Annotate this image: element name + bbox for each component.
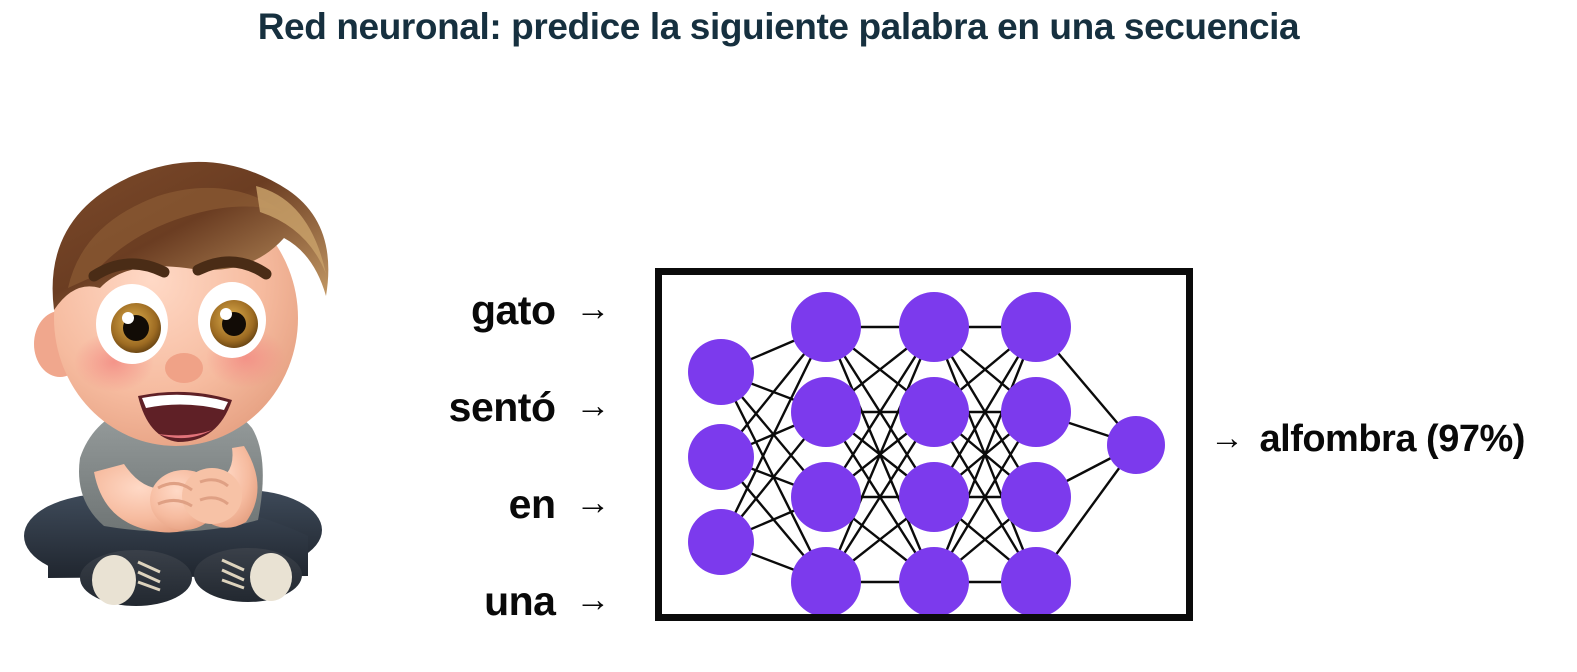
input-word-row-2: sentó → <box>448 359 611 456</box>
right-arrow-icon: → <box>575 483 611 522</box>
cartoon-boy-illustration <box>8 128 358 623</box>
input-word-label-gato: gato <box>470 287 556 333</box>
network-node-hidden-layer-2-3 <box>899 462 969 532</box>
right-arrow-icon: → <box>575 580 611 619</box>
input-word-row-1: gato → <box>470 262 611 359</box>
input-word-row-3: en → <box>508 456 611 553</box>
neural-network-diagram <box>655 268 1193 621</box>
network-edge <box>824 326 936 583</box>
output-prediction-label: alfombra (97%) <box>1259 418 1526 460</box>
network-node-hidden-layer-2-1 <box>899 292 969 362</box>
network-nodes <box>688 292 1165 614</box>
network-node-output-layer-1 <box>1107 416 1165 474</box>
network-node-hidden-layer-1-3 <box>791 462 861 532</box>
right-arrow-icon: → <box>575 289 611 328</box>
network-node-hidden-layer-3-1 <box>1001 292 1071 362</box>
network-node-input-layer-3 <box>688 509 754 575</box>
network-node-input-layer-2 <box>688 424 754 490</box>
network-edge <box>719 326 828 543</box>
network-node-hidden-layer-1-2 <box>791 377 861 447</box>
page-title: Red neuronal: predice la siguiente palab… <box>257 6 1300 47</box>
network-node-hidden-layer-3-3 <box>1001 462 1071 532</box>
network-node-input-layer-1 <box>688 339 754 405</box>
network-node-hidden-layer-1-1 <box>791 292 861 362</box>
network-edges <box>719 325 1137 584</box>
input-sequence-list: gato → sentó → en → una → <box>360 262 611 650</box>
network-node-hidden-layer-1-4 <box>791 547 861 614</box>
right-arrow-icon: → <box>1210 418 1244 457</box>
input-word-label-una: una <box>484 578 556 624</box>
input-word-label-en: en <box>508 481 556 527</box>
network-node-hidden-layer-2-4 <box>899 547 969 614</box>
neural-network-svg <box>688 292 1165 614</box>
right-arrow-icon: → <box>575 386 611 425</box>
network-node-hidden-layer-3-4 <box>1001 547 1071 614</box>
network-node-hidden-layer-3-2 <box>1001 377 1071 447</box>
network-node-hidden-layer-2-2 <box>899 377 969 447</box>
output-prediction: → alfombra (97%) <box>1210 418 1525 461</box>
network-edge <box>932 326 1038 583</box>
input-word-row-4: una → <box>484 553 610 650</box>
input-word-label-sento: sentó <box>448 384 556 430</box>
